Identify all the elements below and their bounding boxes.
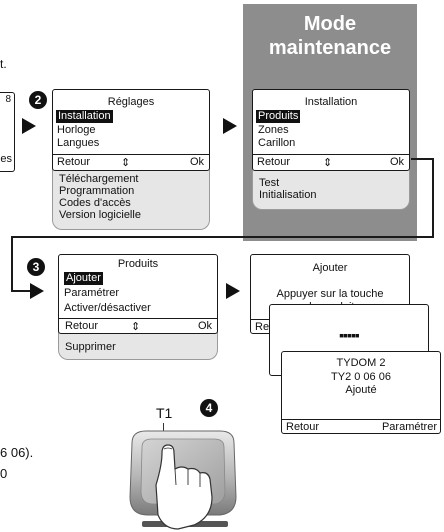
tydom-device-icon[interactable]	[120, 425, 250, 530]
arrow-to-installation	[223, 118, 237, 134]
reglages-more-panel: Téléchargement Programmation Codes d'acc…	[52, 168, 210, 230]
produits-more-item[interactable]: Supprimer	[65, 341, 116, 353]
installation-more-panel: Test Initialisation	[252, 168, 410, 210]
arrow-to-produits	[30, 283, 44, 299]
back-button[interactable]: Re	[255, 321, 270, 333]
menu-item-installation[interactable]: Installation	[56, 110, 113, 123]
result-product-name: TYDOM 2	[336, 357, 386, 369]
back-button[interactable]: Retour	[257, 156, 291, 168]
menu-item-zones[interactable]: Zones	[258, 124, 289, 136]
ajouter-title: Ajouter	[312, 262, 348, 274]
installation-button-bar: Retour ⇕ Ok	[253, 154, 409, 169]
menu-item-horloge[interactable]: Horloge	[57, 124, 96, 136]
back-button[interactable]: Retour	[57, 156, 91, 168]
produits-title: Produits	[117, 258, 159, 270]
progress-indicator: ▪▪▪▪▪	[339, 327, 360, 343]
installation-more-item[interactable]: Initialisation	[259, 189, 317, 201]
connector-to-produits	[11, 290, 31, 292]
result-screen: TYDOM 2 TY2 0 06 06 Ajouté Retour Paramé…	[281, 351, 441, 434]
ajouter-instruction-line1: Appuyer sur la touche	[276, 288, 384, 300]
up-down-icon[interactable]: ⇕	[121, 157, 131, 169]
menu-item-langues[interactable]: Langues	[57, 137, 100, 149]
result-status: Ajouté	[345, 384, 377, 396]
left-bottom-label: es	[0, 153, 12, 165]
reglages-more-item[interactable]: Codes d'accès	[59, 197, 131, 209]
left-panel-fragment: 8 es	[0, 92, 15, 172]
ok-button[interactable]: Ok	[389, 156, 404, 168]
connector-vertical-left	[11, 236, 13, 292]
cut-text-line2: 0	[0, 466, 8, 481]
step-2-badge: 2	[29, 91, 47, 109]
connector-horizontal	[11, 236, 434, 238]
up-down-icon[interactable]: ⇕	[131, 321, 141, 333]
menu-item-ajouter[interactable]: Ajouter	[64, 272, 103, 285]
left-tick: t.	[0, 57, 7, 71]
left-corner-label: 8	[5, 94, 11, 105]
up-down-icon[interactable]: ⇕	[323, 157, 333, 169]
menu-item-parametrer[interactable]: Paramétrer	[64, 287, 120, 299]
maintenance-heading-line2: maintenance	[268, 37, 392, 59]
connector-right	[411, 158, 433, 160]
back-button[interactable]: Retour	[65, 320, 99, 332]
installation-title: Installation	[304, 96, 358, 108]
button-label-t1: T1	[156, 405, 173, 421]
parametrer-button[interactable]: Paramétrer	[381, 421, 437, 433]
maintenance-heading-line1: Mode	[303, 13, 357, 35]
reglages-more-item[interactable]: Version logicielle	[59, 209, 141, 221]
menu-item-produits[interactable]: Produits	[256, 110, 301, 123]
reglages-button-bar: Retour ⇕ Ok	[53, 154, 209, 169]
result-product-id: TY2 0 06 06	[331, 371, 391, 383]
cut-text-line1: 6 06).	[0, 445, 34, 460]
arrow-to-ajouter	[226, 283, 240, 299]
step-3-badge: 3	[27, 258, 45, 276]
produits-button-bar: Retour ⇕ Ok	[59, 318, 217, 333]
arrow-to-reglages	[22, 118, 36, 134]
reglages-more-item[interactable]: Téléchargement	[59, 173, 139, 185]
reglages-title: Réglages	[107, 96, 155, 108]
produits-more-panel: Supprimer	[58, 330, 218, 360]
result-button-bar: Retour Paramétrer	[282, 419, 440, 434]
installation-screen: Installation Produits Zones Carillon Ret…	[252, 89, 410, 171]
connector-vertical-right	[432, 158, 434, 238]
ok-button[interactable]: Ok	[189, 156, 204, 168]
reglages-more-item[interactable]: Programmation	[59, 185, 135, 197]
installation-more-item[interactable]: Test	[259, 177, 280, 189]
produits-screen: Produits Ajouter Paramétrer Activer/désa…	[58, 254, 218, 334]
menu-item-activer-desactiver[interactable]: Activer/désactiver	[64, 302, 151, 314]
ok-button[interactable]: Ok	[197, 320, 212, 332]
menu-item-carillon[interactable]: Carillon	[258, 137, 296, 149]
step-4-badge: 4	[200, 399, 218, 417]
back-button[interactable]: Retour	[286, 421, 320, 433]
reglages-screen: Réglages Installation Horloge Langues Re…	[52, 89, 210, 171]
maintenance-heading: Mode maintenance	[243, 12, 417, 60]
